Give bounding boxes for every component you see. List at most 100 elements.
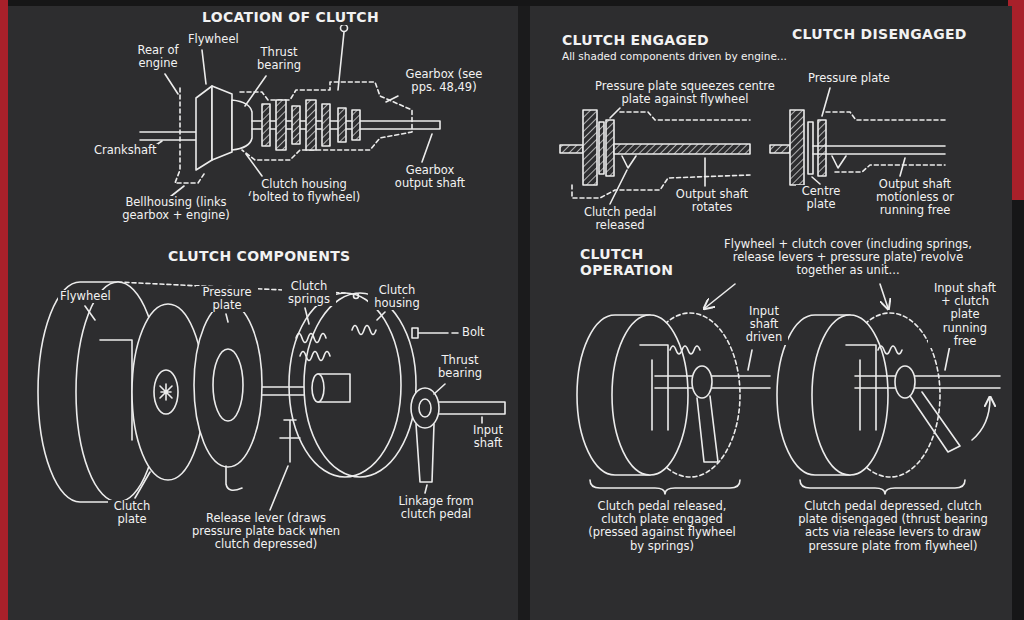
part-label: Linkage from clutch pedal — [396, 495, 476, 521]
gear — [276, 100, 286, 150]
section-heading: LOCATION OF CLUTCH — [200, 9, 381, 25]
part-label: Input shaft — [466, 424, 510, 450]
housing-outline — [826, 112, 945, 172]
flywheel — [612, 315, 688, 475]
flywheel-rim — [196, 86, 212, 170]
leader-line — [812, 88, 905, 184]
crankshaft — [140, 132, 196, 140]
release-lever — [832, 156, 846, 168]
clutch-spring — [296, 326, 376, 361]
part-label: Clutch springs — [282, 280, 336, 306]
gear — [262, 104, 270, 146]
flywheel — [790, 110, 804, 185]
flywheel-recess — [100, 340, 132, 440]
part-label: Pressure plate squeezes centre plate aga… — [586, 80, 784, 106]
output-shaft — [614, 144, 750, 154]
crankshaft — [770, 145, 790, 153]
bracket — [800, 480, 965, 494]
clutch-plate — [132, 304, 204, 480]
part-label: Release lever (draws pressure plate back… — [182, 512, 350, 552]
flywheel-face — [212, 86, 232, 160]
right-page — [528, 6, 1012, 620]
part-label: Flywheel + clutch cover (including sprin… — [712, 238, 984, 278]
part-label: Clutch housing (bolted to flywheel) — [238, 178, 370, 204]
part-label: Clutch pedal depressed, clutch plate dis… — [792, 500, 994, 553]
section-heading: CLUTCH ENGAGED — [560, 32, 711, 48]
part-label: Gearbox output shaft — [390, 164, 470, 190]
clutch-plate-hub — [154, 370, 178, 414]
motion-arrow — [972, 398, 990, 440]
gear — [352, 110, 360, 140]
part-label: Output shaft rotates — [668, 188, 756, 214]
part-label: Gearbox (see pps. 48,49) — [392, 68, 496, 94]
gear — [306, 100, 316, 150]
clutch-spring — [878, 346, 902, 354]
section-heading: CLUTCH COMPONENTS — [166, 248, 352, 264]
flywheel — [583, 110, 597, 185]
pressure-plate-bore — [213, 349, 243, 421]
release-lever — [280, 420, 300, 462]
part-label: All shaded components driven by engine..… — [560, 50, 789, 62]
bolt-hole — [354, 294, 359, 299]
part-label: Bolt — [460, 326, 487, 339]
thrust-bearing — [895, 366, 915, 398]
part-label: Thrust bearing — [252, 46, 306, 72]
pointer-arrow — [880, 284, 888, 308]
part-label: Clutch pedal released, clutch plate enga… — [578, 500, 746, 553]
section-heading: CLUTCH DISENGAGED — [790, 26, 969, 42]
part-label: Pressure plate — [806, 72, 892, 85]
part-label: Bellhousing (links gearbox + engine) — [100, 196, 252, 222]
pedal-linkage — [697, 396, 718, 462]
part-label: Crankshaft — [92, 144, 158, 157]
pressure-plate-lug — [222, 287, 242, 491]
linkage-fork — [416, 424, 434, 482]
pointer-arrow — [705, 284, 735, 308]
clutch-housing-rim — [289, 293, 401, 477]
section-heading: CLUTCH OPERATION — [578, 246, 674, 278]
hub-splines — [160, 384, 172, 400]
leader-line — [748, 350, 752, 370]
gear — [338, 108, 346, 142]
thrust-bearing-bore — [419, 399, 431, 417]
flywheel — [812, 315, 888, 475]
part-label: Flywheel — [58, 290, 113, 303]
housing-outline — [572, 112, 750, 198]
part-label: Thrust bearing — [432, 354, 488, 380]
part-label: Input shaft driven — [740, 305, 788, 345]
left-page — [8, 6, 520, 620]
thrust-bearing — [692, 366, 712, 398]
output-shaft — [813, 146, 945, 154]
housing-hub-end — [312, 374, 324, 402]
crankshaft — [560, 145, 583, 153]
part-label: Clutch plate — [108, 500, 156, 526]
gear-lever-knob — [341, 25, 348, 32]
pressure-plate — [818, 120, 826, 176]
pressure-plate — [606, 120, 614, 176]
part-label: Centre plate — [796, 185, 846, 211]
book-cover-edge — [0, 0, 8, 620]
part-label: Flywheel — [186, 33, 241, 46]
book-gutter — [518, 6, 530, 620]
part-label: Clutch pedal released — [578, 206, 662, 232]
centre-plate — [599, 122, 604, 174]
gear — [322, 104, 330, 146]
clutch-housing — [232, 100, 252, 150]
input-shaft — [855, 376, 1000, 388]
pressure-plate — [194, 303, 262, 467]
release-lever — [622, 156, 636, 168]
clutch-housing-back — [304, 293, 416, 477]
part-label: Input shaft + clutch plate running free — [928, 282, 1002, 348]
part-label: Output shaft motionless or running free — [866, 178, 964, 218]
part-label: Pressure plate — [196, 286, 258, 312]
leader-line — [945, 345, 950, 370]
centre-plate — [808, 122, 813, 174]
gear-lever — [338, 32, 344, 90]
gear — [292, 106, 300, 144]
pedal-linkage — [910, 392, 960, 452]
bolt — [412, 328, 448, 338]
leader-line — [85, 306, 482, 510]
part-label: Clutch housing — [368, 284, 426, 310]
input-shaft — [439, 402, 505, 414]
